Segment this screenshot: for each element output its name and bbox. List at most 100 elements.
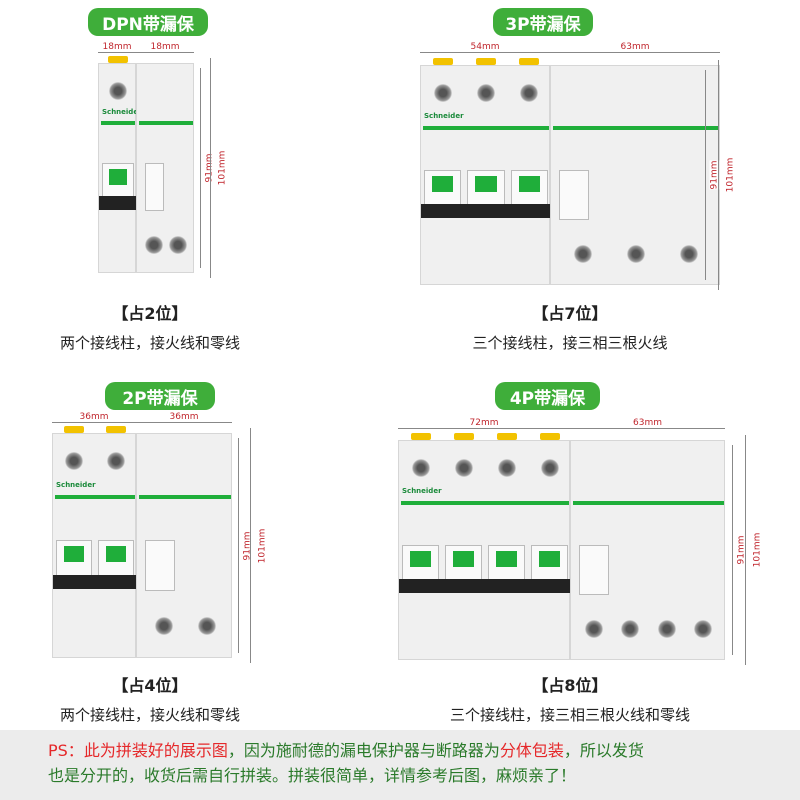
green-band [401,500,569,505]
wiring-description: 两个接线柱，接火线和零线 [59,706,240,724]
green-band [553,125,719,130]
handle-indicator [63,545,85,562]
terminal-screw-icon [65,452,83,470]
handle-indicator [432,175,454,192]
height-dimension-outer: 101mm [250,428,268,663]
height-label: 101mm [257,528,268,563]
width-dimension-breaker: 36mm [52,412,136,423]
rcd-toggle-handle [559,169,589,221]
terminal-screw-icon [454,459,473,477]
slot-count: 【占7位】 [532,304,608,323]
handle-indicator [109,169,127,185]
slot-count: 【占8位】 [532,676,608,695]
notice-band: PS：此为拼装好的展示图，因为施耐德的漏电保护器与断路器为分体包装，所以发货 也… [0,730,800,800]
panel-title: 3P带漏保 [493,8,593,36]
height-dimension-outer: 101mm [718,60,736,290]
height-label: 101mm [217,150,228,186]
panel-caption: 【占8位】三个接线柱，接三相三根火线和零线 [410,672,730,725]
terminal-screw-icon [109,82,127,100]
din-clip [64,426,84,433]
width-dimension-rcd: 63mm [550,42,720,53]
height-dimension-inner: 91mm [238,438,253,653]
notice-highlight-2: 分体包装 [499,741,564,760]
green-band [139,121,193,126]
green-band [573,500,724,505]
width-dimension-breaker: 54mm [420,42,550,53]
handle-indicator [105,545,127,562]
slot-count: 【占4位】 [112,676,188,695]
height-dimension-inner: 91mm [732,445,747,655]
handle-indicator [496,550,517,567]
brand-logo: Schneider [424,112,464,120]
terminal-screw-icon [107,452,125,470]
circuit-breaker-module: Schneider [420,58,551,285]
notice-text-2: ，所以发货 [563,741,644,760]
height-label: 91mm [242,531,253,560]
terminal-screw-icon [520,84,539,102]
height-dimension-outer: 101mm [745,435,763,665]
rcd-module [136,63,194,273]
notice-text-1: ，因为施耐德的漏电保护器与断路器为 [227,741,500,760]
panel-caption: 【占2位】两个接线柱，接火线和零线 [40,300,260,353]
brand-logo: Schneider [56,481,96,489]
rcd-module [550,65,720,285]
handle-indicator [453,550,474,567]
circuit-breaker-module: Schneider [98,56,142,273]
height-dimension-outer: 101mm [210,58,228,278]
terminal-screw-icon [627,245,645,264]
terminal-screw-icon [433,84,452,102]
circuit-breaker-module: Schneider [398,433,571,660]
slot-count: 【占2位】 [112,304,188,323]
wiring-description: 三个接线柱，接三相三根火线 [472,334,668,352]
din-clip [432,58,453,65]
notice-line-2: 也是分开的，收货后需自行拼装。拼装很简单，详情参考后图，麻烦亲了！ [48,766,577,785]
height-dimension-inner: 91mm [705,70,720,280]
terminal-screw-icon [169,235,187,254]
din-clip [539,433,560,440]
terminal-screw-icon [154,617,173,636]
rcd-module [136,433,232,658]
handle-indicator [539,550,560,567]
terminal-screw-icon [680,245,699,264]
width-dimension-rcd: 18mm [136,42,194,53]
green-band [423,125,549,130]
notice-ps: PS： [48,741,84,760]
panel-title: DPN带漏保 [88,8,208,36]
rcd-toggle-handle [145,539,175,592]
green-band [55,495,135,500]
panel-caption: 【占4位】两个接线柱，接火线和零线 [40,672,260,725]
terminal-screw-icon [540,459,559,477]
din-clip [106,426,126,433]
handle-tie-bar [421,204,551,218]
din-clip [496,433,517,440]
handle-tie-bar [99,196,137,210]
width-dimension-rcd: 36mm [136,412,232,423]
din-clip [519,58,540,65]
terminal-screw-icon [497,459,516,477]
terminal-screw-icon [197,617,216,636]
wiring-description: 两个接线柱，接火线和零线 [59,334,240,352]
circuit-breaker-module: Schneider [52,426,137,658]
terminal-screw-icon [693,620,712,639]
green-band [101,121,135,126]
height-label: 101mm [752,532,763,568]
terminal-screw-icon [411,459,430,477]
handle-tie-bar [399,579,571,593]
brand-logo: Schneider [402,487,442,495]
terminal-screw-icon [145,235,163,254]
handle-indicator [518,175,540,192]
brand-logo: Schneider [102,108,142,116]
width-dimension-rcd: 63mm [570,418,725,429]
height-label: 101mm [725,157,736,193]
panel-caption: 【占7位】三个接线柱，接三相三根火线 [410,300,730,353]
terminal-screw-icon [585,620,604,639]
terminal-screw-icon [621,620,640,639]
notice-highlight-1: 此为拼装好的展示图 [83,741,228,760]
handle-indicator [410,550,431,567]
width-dimension-breaker: 18mm [98,42,136,53]
rcd-module [570,440,725,660]
din-clip [476,58,496,65]
din-clip [410,433,431,440]
handle-tie-bar [53,575,137,589]
green-band [139,495,231,500]
